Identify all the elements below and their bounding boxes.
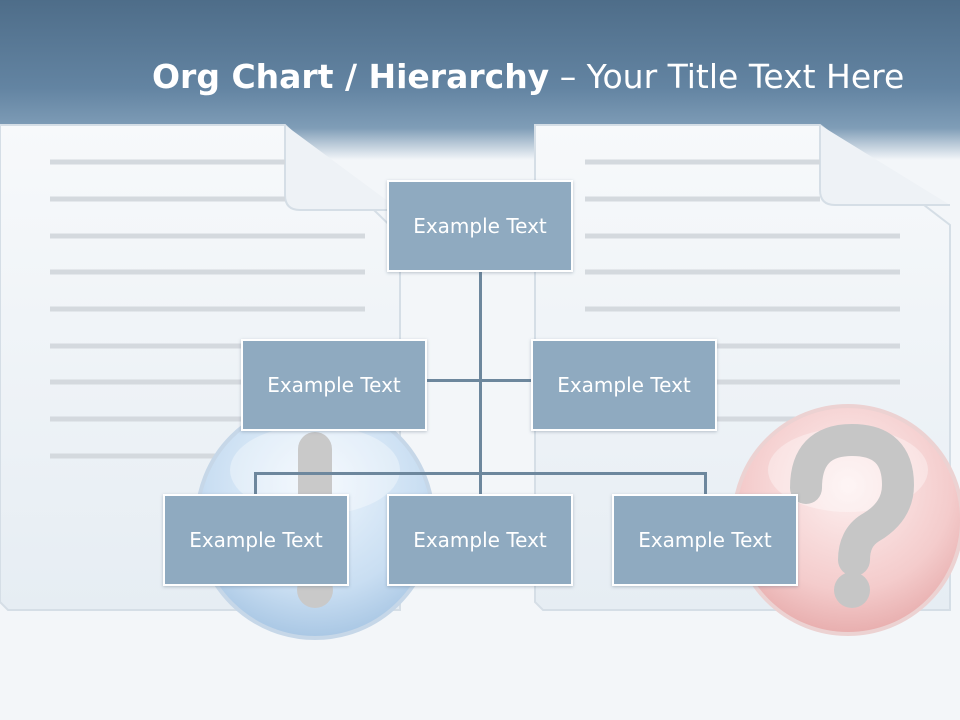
connector-assistants (426, 379, 532, 382)
org-node-root[interactable]: Example Text (387, 180, 573, 272)
org-node-assistant-left[interactable]: Example Text (241, 339, 427, 431)
connector-root-vertical (479, 272, 482, 494)
org-node-child-left[interactable]: Example Text (163, 494, 349, 586)
slide-title: Org Chart / Hierarchy – Your Title Text … (152, 52, 904, 102)
org-node-child-right[interactable]: Example Text (612, 494, 798, 586)
title-subtitle-part: – Your Title Text Here (549, 57, 905, 96)
org-node-child-center[interactable]: Example Text (387, 494, 573, 586)
org-node-assistant-right[interactable]: Example Text (531, 339, 717, 431)
connector-child-left (254, 472, 257, 494)
title-bold-part: Org Chart / Hierarchy (152, 57, 550, 96)
connector-children-bar (254, 472, 707, 475)
connector-child-right (704, 472, 707, 494)
